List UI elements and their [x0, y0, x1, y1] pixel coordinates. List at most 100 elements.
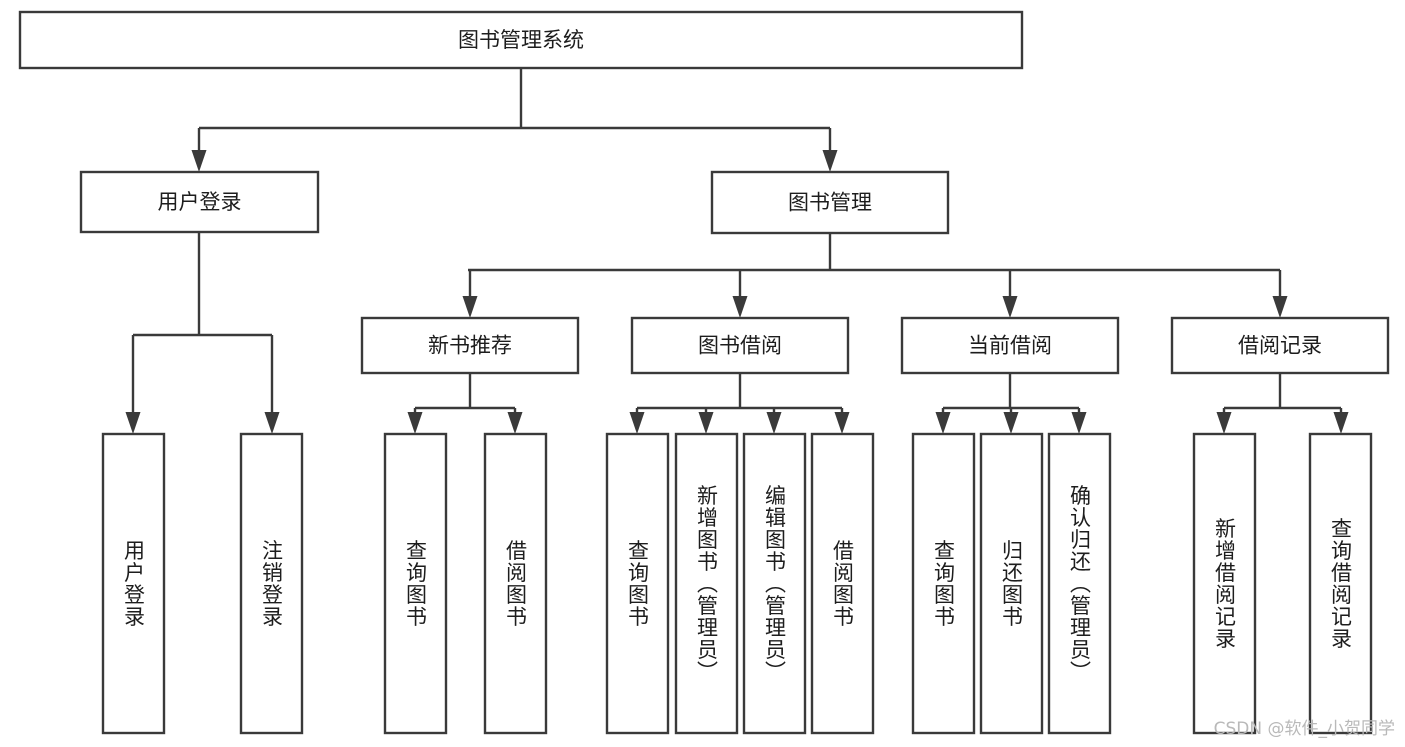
current-borrow-label: 当前借阅: [968, 334, 1052, 358]
arrow-leaf-edit-book: [766, 408, 782, 434]
arrow-leaf-logout-login: [264, 335, 280, 434]
leaf-add-borrow-record-box[interactable]: [1192, 432, 1257, 735]
leaf-user-login-box[interactable]: [101, 432, 166, 735]
node-leaf-query-book-current[interactable]: 查询图书: [911, 432, 976, 735]
node-user-login[interactable]: 用户登录: [79, 170, 320, 234]
current-borrow-box[interactable]: [900, 316, 1120, 375]
book-borrow-label: 图书借阅: [698, 334, 782, 358]
node-book-borrow[interactable]: 图书借阅: [630, 316, 850, 375]
leaf-query-borrow-record-label: 查询借阅记录: [1329, 518, 1353, 650]
arrow-leaf-confirm-return-head: [1071, 412, 1087, 434]
leaf-borrow-book-recommend-box[interactable]: [483, 432, 548, 735]
arrow-leaf-query-record: [1333, 408, 1349, 434]
connector-layer: [125, 68, 1349, 434]
arrow-to-book-management: [822, 128, 838, 172]
leaf-logout-login-box[interactable]: [239, 432, 304, 735]
leaf-add-borrow-record-label: 新增借阅记录: [1213, 518, 1237, 650]
arrow-leaf-query-cur-head: [935, 412, 951, 434]
connector-bus-borrow-record: [1224, 373, 1341, 410]
leaf-query-book-current-box[interactable]: [911, 432, 976, 735]
node-leaf-add-book-admin[interactable]: 新增图书（管理员）: [674, 432, 739, 735]
node-book-management[interactable]: 图书管理: [710, 170, 950, 235]
node-layer: 图书管理系统用户登录图书管理新书推荐图书借阅当前借阅借阅记录用户登录注销登录查询…: [18, 10, 1390, 735]
node-leaf-query-book-recommend[interactable]: 查询图书: [383, 432, 448, 735]
book-management-label: 图书管理: [788, 191, 872, 215]
leaf-confirm-return-admin-box[interactable]: [1047, 432, 1112, 735]
leaf-query-book-current-label: 查询图书: [932, 540, 956, 628]
node-current-borrow[interactable]: 当前借阅: [900, 316, 1120, 375]
node-leaf-edit-book-admin[interactable]: 编辑图书（管理员）: [742, 432, 807, 735]
arrow-leaf-return-book: [1003, 408, 1019, 434]
node-borrow-record[interactable]: 借阅记录: [1170, 316, 1390, 375]
arrow-leaf-borrow-rec: [507, 408, 523, 434]
node-leaf-borrow-book[interactable]: 借阅图书: [810, 432, 875, 735]
arrow-leaf-user-login: [125, 335, 141, 434]
arrow-to-borrow-record-head: [1272, 296, 1288, 318]
arrow-leaf-return-book-head: [1003, 412, 1019, 434]
node-new-book-recommend[interactable]: 新书推荐: [360, 316, 580, 375]
node-leaf-return-book[interactable]: 归还图书: [979, 432, 1044, 735]
leaf-edit-book-admin-label: 编辑图书（管理员）: [763, 485, 787, 683]
arrow-leaf-query-rec-head: [407, 412, 423, 434]
arrow-leaf-query-borrow-head: [629, 412, 645, 434]
leaf-query-book-borrow-box[interactable]: [605, 432, 670, 735]
arrow-leaf-logout-login-head: [264, 412, 280, 434]
arrow-leaf-query-rec: [407, 408, 423, 434]
arrow-leaf-add-book: [698, 408, 714, 434]
node-leaf-logout-login[interactable]: 注销登录: [239, 432, 304, 735]
arrow-leaf-borrow-book: [834, 408, 850, 434]
arrow-leaf-query-cur: [935, 408, 951, 434]
leaf-borrow-book-label: 借阅图书: [831, 540, 855, 628]
leaf-edit-book-admin-box[interactable]: [742, 432, 807, 735]
connector-bus-user-login: [133, 232, 272, 337]
arrow-to-user-login: [191, 128, 207, 172]
arrow-leaf-query-borrow: [629, 408, 645, 434]
node-leaf-query-borrow-record[interactable]: 查询借阅记录: [1308, 432, 1373, 735]
leaf-return-book-label: 归还图书: [1000, 540, 1024, 628]
arrow-leaf-user-login-head: [125, 412, 141, 434]
user-login-box[interactable]: [79, 170, 320, 234]
new-book-recommend-box[interactable]: [360, 316, 580, 375]
root-box[interactable]: [18, 10, 1024, 70]
arrow-to-new-book-head: [462, 296, 478, 318]
arrow-to-current-borrow-head: [1002, 296, 1018, 318]
node-leaf-confirm-return-admin[interactable]: 确认归还（管理员）: [1047, 432, 1112, 735]
book-borrow-box[interactable]: [630, 316, 850, 375]
connector-bus-book-borrow: [637, 373, 842, 410]
arrow-leaf-borrow-book-head: [834, 412, 850, 434]
arrow-to-book-borrow: [732, 270, 748, 318]
connector-bus-root: [199, 68, 830, 130]
leaf-return-book-box[interactable]: [979, 432, 1044, 735]
arrow-to-book-management-head: [822, 150, 838, 172]
node-leaf-user-login[interactable]: 用户登录: [101, 432, 166, 735]
leaf-borrow-book-recommend-label: 借阅图书: [504, 540, 528, 628]
arrow-to-current-borrow: [1002, 270, 1018, 318]
leaf-add-book-admin-label: 新增图书（管理员）: [695, 485, 719, 683]
root-label: 图书管理系统: [458, 28, 584, 52]
arrow-to-book-borrow-head: [732, 296, 748, 318]
arrow-leaf-borrow-rec-head: [507, 412, 523, 434]
node-leaf-query-book-borrow[interactable]: 查询图书: [605, 432, 670, 735]
connector-bus-book-management: [468, 233, 1280, 272]
node-root[interactable]: 图书管理系统: [18, 10, 1024, 70]
user-login-label: 用户登录: [158, 190, 242, 214]
leaf-query-book-borrow-label: 查询图书: [626, 540, 650, 628]
borrow-record-box[interactable]: [1170, 316, 1390, 375]
connector-bus-new-book: [415, 373, 515, 410]
leaf-add-book-admin-box[interactable]: [674, 432, 739, 735]
book-management-box[interactable]: [710, 170, 950, 235]
node-leaf-borrow-book-recommend[interactable]: 借阅图书: [483, 432, 548, 735]
connector-bus-current-borrow: [943, 373, 1079, 410]
leaf-query-borrow-record-box[interactable]: [1308, 432, 1373, 735]
leaf-user-login-label: 用户登录: [122, 540, 146, 628]
arrow-to-user-login-head: [191, 150, 207, 172]
node-leaf-add-borrow-record[interactable]: 新增借阅记录: [1192, 432, 1257, 735]
leaf-query-book-recommend-box[interactable]: [383, 432, 448, 735]
leaf-borrow-book-box[interactable]: [810, 432, 875, 735]
arrow-leaf-query-record-head: [1333, 412, 1349, 434]
arrow-to-borrow-record: [1272, 270, 1288, 318]
arrow-leaf-add-record-head: [1216, 412, 1232, 434]
arrow-leaf-add-book-head: [698, 412, 714, 434]
